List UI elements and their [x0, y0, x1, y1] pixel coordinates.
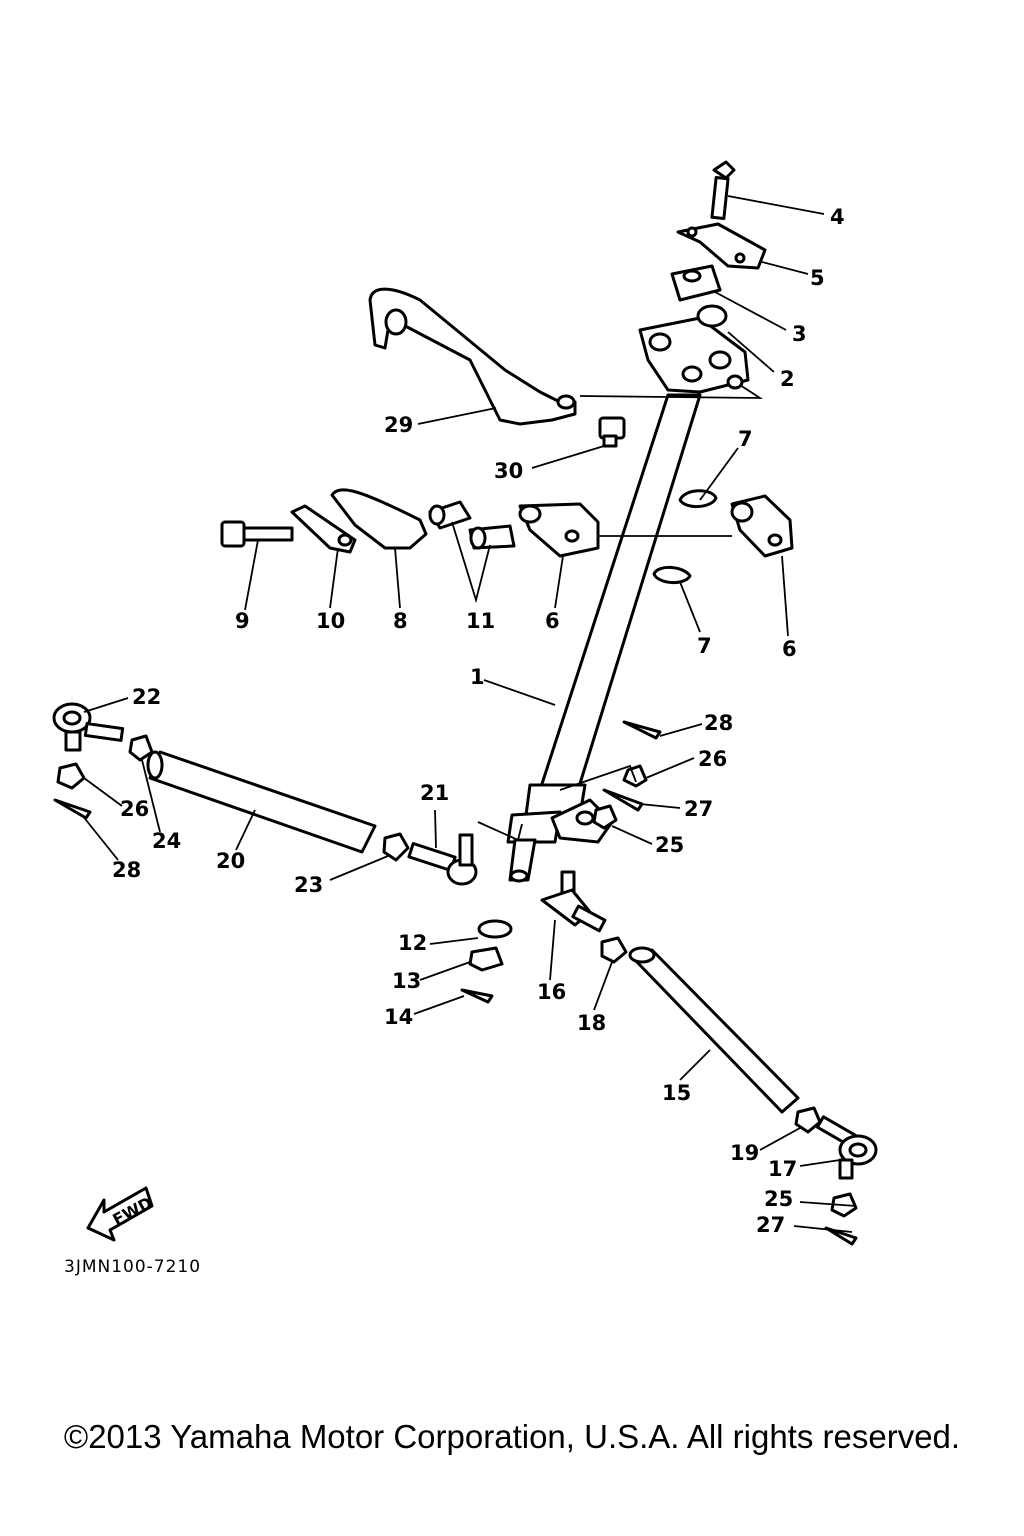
- leader-lines: [81, 195, 857, 1233]
- lock-washer-7-top: [678, 489, 718, 508]
- callout-9: 9: [235, 609, 250, 633]
- nut-26-top: [622, 764, 648, 788]
- top-bolt: [710, 160, 736, 221]
- callout-17: 17: [768, 1157, 797, 1181]
- collar-11b: [468, 524, 516, 550]
- callout-1: 1: [470, 665, 485, 689]
- callout-5: 5: [810, 266, 825, 290]
- callout-2: 2: [780, 367, 795, 391]
- callout-6b: 6: [782, 637, 797, 661]
- handlebar-holder: [670, 264, 722, 302]
- nut-13: [468, 946, 504, 972]
- callout-8: 8: [393, 609, 408, 633]
- callout-14: 14: [384, 1005, 413, 1029]
- callout-24: 24: [152, 829, 181, 853]
- callout-30: 30: [494, 459, 523, 483]
- callout-29: 29: [384, 413, 413, 437]
- callout-25b: 25: [764, 1187, 793, 1211]
- callout-7b: 7: [697, 634, 712, 658]
- callout-28b: 28: [704, 711, 733, 735]
- callout-27a: 27: [684, 797, 713, 821]
- copyright-notice: ©2013 Yamaha Motor Corporation, U.S.A. A…: [63, 1418, 961, 1455]
- forward-direction-arrow: FWD: [86, 1186, 155, 1242]
- locknut-18: [600, 936, 628, 964]
- callout-22: 22: [132, 685, 161, 709]
- plate: [676, 222, 767, 270]
- locknut-23: [382, 832, 410, 862]
- callout-26a: 26: [120, 797, 149, 821]
- lock-washer-7-bottom: [652, 566, 692, 584]
- front-guard: [368, 287, 577, 426]
- callout-26b: 26: [698, 747, 727, 771]
- callout-11: 11: [466, 609, 495, 633]
- callout-19: 19: [730, 1141, 759, 1165]
- callout-27b: 27: [756, 1213, 785, 1237]
- bolt-9: [220, 520, 294, 548]
- guard-bolt: [598, 416, 626, 448]
- washer-12: [477, 919, 513, 939]
- callout-labels: 1 2 3 4 5 6 6 7 7 8 9 10 11 12 13 14 15 …: [112, 205, 845, 1237]
- callout-20: 20: [216, 849, 245, 873]
- collar-11a: [428, 500, 472, 530]
- nut-25-top: [592, 804, 618, 830]
- locknut-24: [128, 734, 154, 762]
- cotter-pin-28-top: [622, 720, 662, 740]
- drawing-code: 3JMN100-7210: [64, 1257, 201, 1277]
- locknut-19: [794, 1106, 822, 1134]
- callout-16: 16: [537, 980, 566, 1004]
- cotter-pin-28-left: [53, 798, 92, 820]
- cotter-pin-27-top: [602, 788, 644, 812]
- steering-shaft: [506, 393, 702, 883]
- tie-rod-end-16: [540, 870, 607, 933]
- cap: [696, 304, 728, 328]
- callout-13: 13: [392, 969, 421, 993]
- cotter-pin-27-bottom: [824, 1226, 858, 1246]
- callout-23: 23: [294, 873, 323, 897]
- callout-12: 12: [398, 931, 427, 955]
- callout-15: 15: [662, 1081, 691, 1105]
- callout-18: 18: [577, 1011, 606, 1035]
- holder-6-left: [518, 502, 600, 558]
- tie-rod-end-21: [407, 833, 478, 886]
- bracket-10: [290, 504, 357, 554]
- tie-rod-end-17: [815, 1115, 878, 1180]
- tie-rod-15: [628, 946, 800, 1114]
- callout-25a: 25: [655, 833, 684, 857]
- callout-10: 10: [316, 609, 345, 633]
- callout-3: 3: [792, 322, 807, 346]
- callout-21: 21: [420, 781, 449, 805]
- clip-8: [330, 488, 428, 550]
- callout-7a: 7: [738, 427, 753, 451]
- nut-26-left: [56, 762, 86, 790]
- tie-rod-20: [146, 750, 377, 854]
- cotter-pin-14: [460, 988, 494, 1004]
- callout-28a: 28: [112, 858, 141, 882]
- tie-rod-end-22: [52, 702, 125, 752]
- upper-handlebar-clamps: [638, 316, 750, 394]
- callout-4: 4: [830, 205, 845, 229]
- callout-6a: 6: [545, 609, 560, 633]
- holder-6-right: [730, 494, 794, 558]
